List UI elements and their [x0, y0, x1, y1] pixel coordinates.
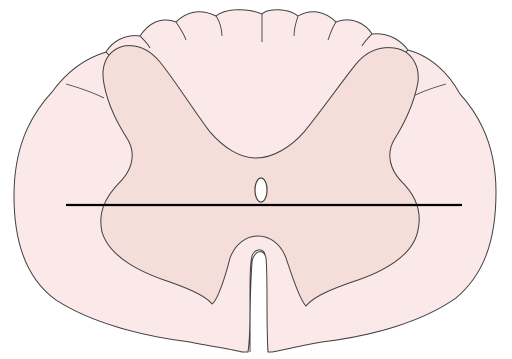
ventral-median-fissure	[250, 252, 268, 352]
central-canal	[255, 178, 267, 202]
